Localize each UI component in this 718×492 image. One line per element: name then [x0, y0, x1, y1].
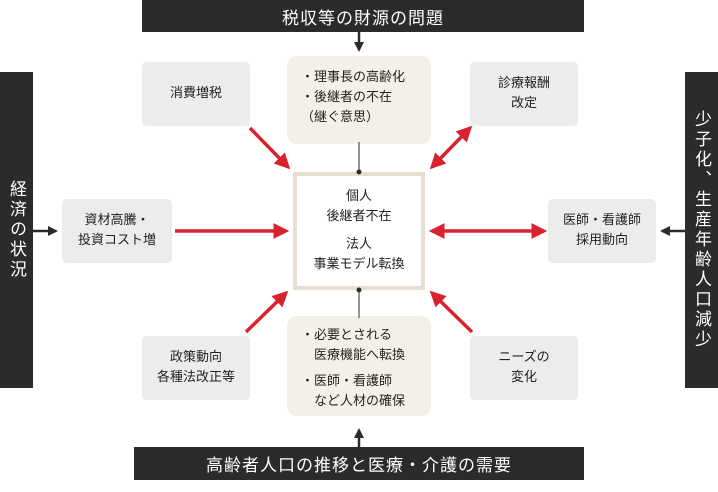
arrow-tax-to-center: [248, 126, 291, 170]
box-line: ニーズの: [498, 350, 550, 365]
box-line: 投資コスト増: [77, 233, 156, 248]
box-material-cost: 資材高騰・ 投資コスト増: [62, 199, 172, 263]
issue-line: ・後継者の不在: [301, 90, 393, 105]
box-recruitment: 医師・看護師 採用動向: [548, 199, 656, 263]
box-needs: ニーズの 変化: [470, 336, 578, 400]
box-medical-fee: 診療報酬 改定: [470, 62, 578, 126]
connector-top-dot: [356, 169, 362, 175]
center-line: 個人: [345, 189, 372, 204]
right-bar-label: 少子化、生産年齢人口減少: [691, 110, 711, 350]
issue-line: 医療機能へ転換: [301, 348, 406, 363]
box-line: 資材高騰・: [84, 213, 150, 228]
left-bar: 経済の状況: [0, 72, 33, 388]
arrow-policy-to-center: [244, 290, 289, 334]
bottom-bar: 高齢者人口の推移と医療・介護の需要: [134, 447, 584, 480]
box-line: 採用動向: [575, 233, 628, 248]
left-bar-label: 経済の状況: [6, 180, 26, 280]
box-line: 消費増税: [169, 86, 222, 101]
box-line: 診療報酬: [497, 76, 550, 91]
issue-line: ・医師・看護師: [301, 374, 393, 389]
center-box: 個人 後継者不在 法人 事業モデル転換: [293, 172, 425, 290]
box-line: 医師・看護師: [562, 213, 641, 228]
box-tax-increase: 消費増税: [142, 62, 250, 126]
center-line: 法人: [345, 237, 372, 252]
center-line: 後継者不在: [326, 209, 392, 224]
issue-line: ・理事長の高齢化: [301, 70, 406, 85]
issue-top: ・理事長の高齢化 ・後継者の不在 （継ぐ意思）: [287, 56, 431, 144]
box-line: 改定: [510, 96, 537, 111]
arrow-needs-to-center: [429, 290, 474, 334]
box-line: 各種法改正等: [156, 370, 235, 385]
issue-bottom: ・必要とされる 医療機能へ転換 ・医師・看護師 など人材の確保: [287, 316, 431, 416]
box-line: 変化: [510, 370, 537, 385]
center-line: 事業モデル転換: [313, 257, 405, 272]
box-policy: 政策動向 各種法改正等: [142, 336, 250, 400]
issue-line: ・必要とされる: [301, 328, 393, 343]
issue-line: （継ぐ意思）: [301, 110, 380, 125]
top-bar: 税収等の財源の問題: [142, 0, 584, 32]
issue-line: など人材の確保: [301, 394, 406, 409]
box-line: 政策動向: [169, 350, 222, 365]
connector-bottom-dot: [356, 287, 362, 293]
right-bar: 少子化、生産年齢人口減少: [685, 72, 718, 388]
arrow-medical-fee: [429, 125, 473, 170]
